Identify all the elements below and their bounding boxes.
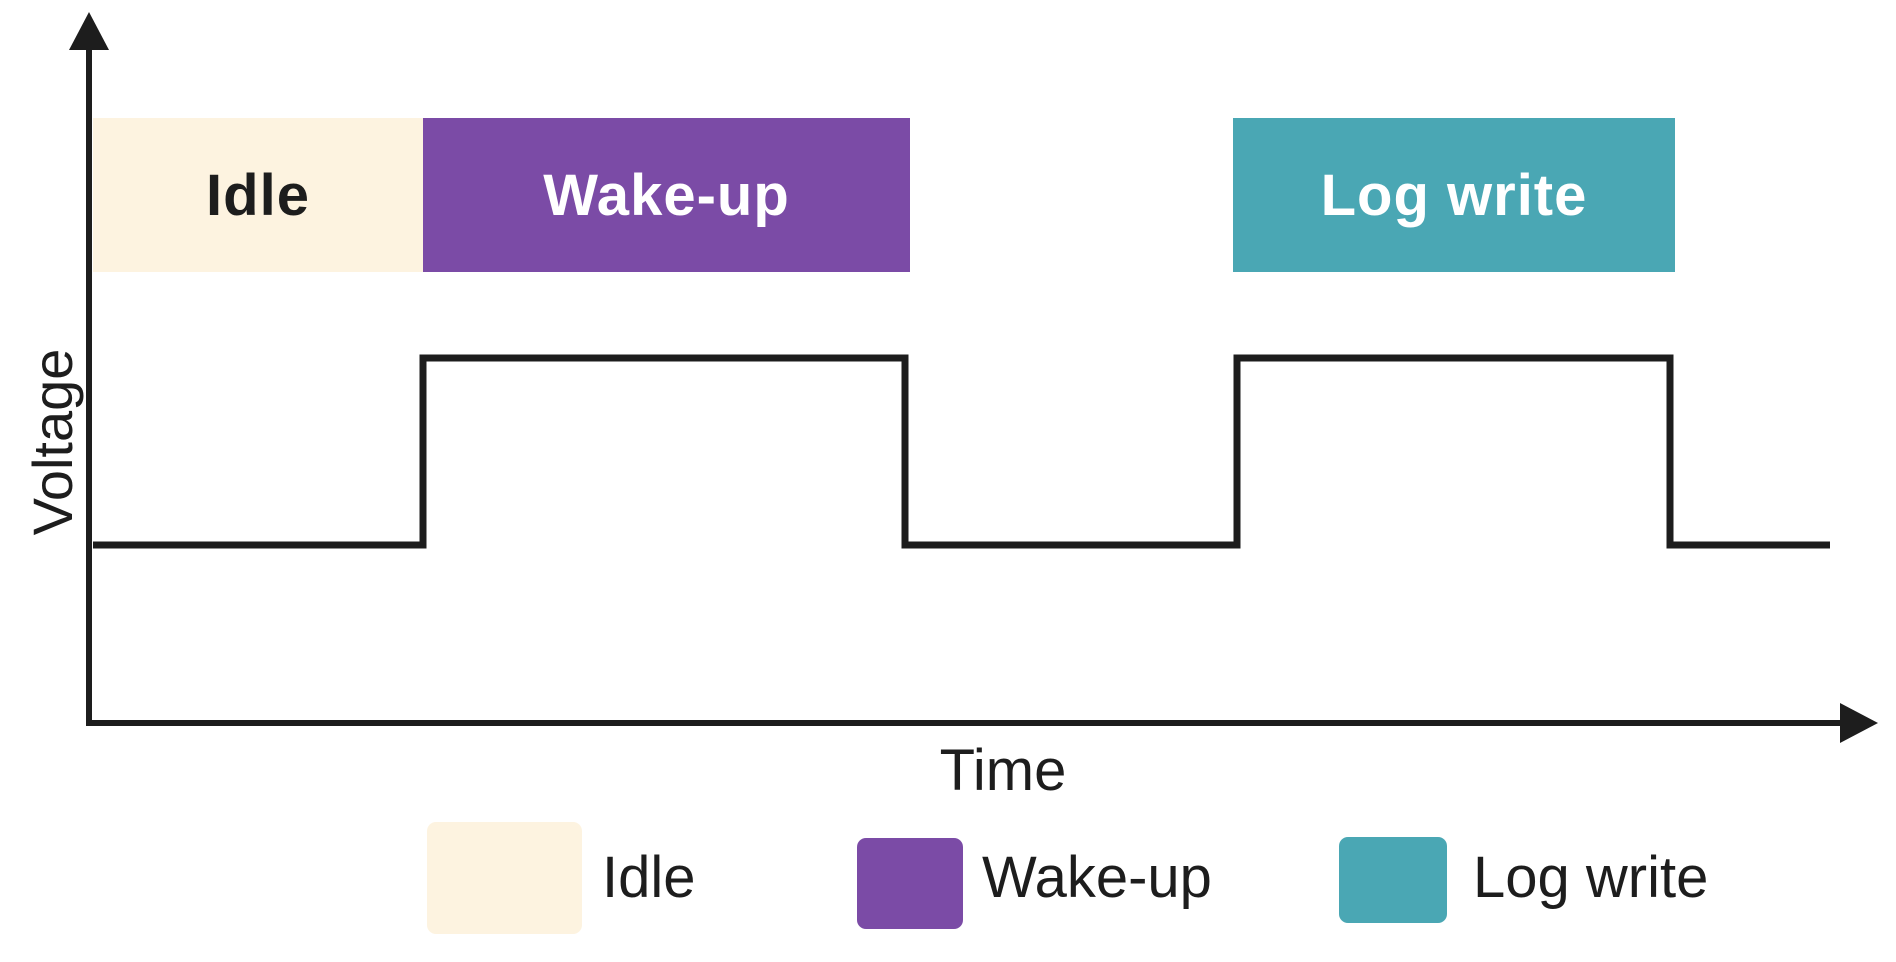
x-axis-arrow-right-icon <box>1840 703 1878 743</box>
waveform-path <box>93 354 1830 549</box>
phase-box-logwrite-label: Log write <box>1320 162 1588 228</box>
phase-box-logwrite: Log write <box>1233 118 1675 272</box>
legend-label-idle: Idle <box>602 845 696 910</box>
phase-box-idle-label: Idle <box>206 162 310 228</box>
legend-label-logwrite: Log write <box>1473 845 1709 910</box>
y-axis-line <box>86 34 92 726</box>
legend-swatch-idle <box>427 822 582 934</box>
x-axis-line <box>86 720 1842 726</box>
x-axis-label: Time <box>939 738 1067 803</box>
legend-swatch-wakeup <box>857 838 963 929</box>
phase-box-idle: Idle <box>93 118 423 272</box>
phase-box-wakeup: Wake-up <box>423 118 910 272</box>
legend-label-wakeup: Wake-up <box>982 845 1212 910</box>
phase-box-wakeup-label: Wake-up <box>543 162 790 228</box>
legend-swatch-logwrite <box>1339 837 1447 923</box>
